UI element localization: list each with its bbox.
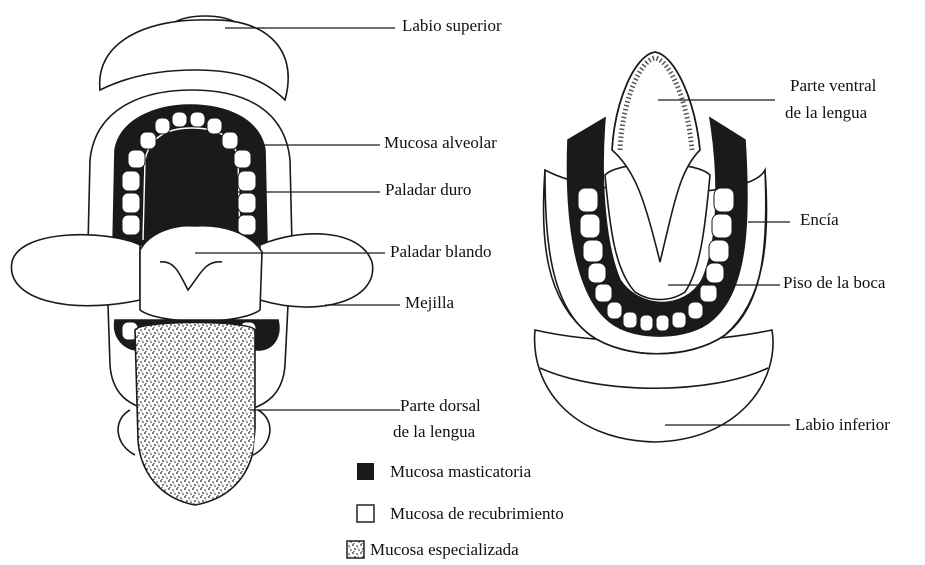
label-paladar-blando: Paladar blando [390, 240, 492, 264]
legend-label-masticatory: Mucosa masticatoria [390, 460, 531, 484]
label-parte-dorsal-1: Parte dorsal [400, 394, 481, 418]
legend-label-lining: Mucosa de recubrimiento [390, 502, 564, 526]
label-parte-ventral-1: Parte ventral [790, 74, 876, 98]
label-encia: Encía [800, 208, 839, 232]
label-labio-superior: Labio superior [402, 14, 502, 38]
label-paladar-duro: Paladar duro [385, 178, 471, 202]
label-labio-inferior: Labio inferior [795, 413, 890, 437]
upper-oral-view [11, 16, 372, 505]
label-parte-ventral-2: de la lengua [785, 101, 867, 125]
label-mejilla: Mejilla [405, 291, 454, 315]
label-piso-boca: Piso de la boca [783, 271, 885, 295]
legend-swatch-masticatory [357, 463, 374, 480]
label-mucosa-alveolar: Mucosa alveolar [384, 131, 497, 155]
legend-swatch-specialized [347, 541, 364, 558]
cheek [11, 235, 140, 306]
upper-lip [100, 20, 289, 100]
legend-swatch-lining [357, 505, 374, 522]
label-parte-dorsal-2: de la lengua [393, 420, 475, 444]
tongue-dorsal [135, 323, 255, 506]
lower-oral-view [535, 52, 773, 442]
legend-label-specialized: Mucosa especializada [370, 538, 519, 562]
